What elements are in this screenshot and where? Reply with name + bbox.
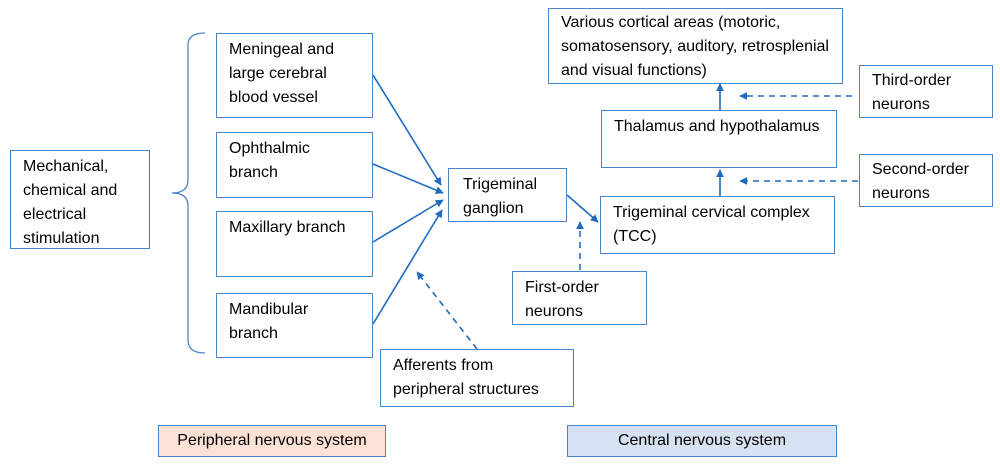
arrow-afferents-to-ganglion [416, 271, 478, 350]
node-third-order: Third-order neurons [859, 65, 993, 118]
node-third-order-label: Third-order neurons [872, 72, 952, 113]
legend-peripheral: Peripheral nervous system [158, 425, 386, 457]
node-maxillary-label: Maxillary branch [229, 219, 346, 236]
arrow-mandibular-to-ganglion [372, 209, 443, 325]
node-ganglion-label: Trigeminal ganglion [463, 176, 538, 217]
legend-central-label: Central nervous system [617, 432, 787, 449]
node-second-order-label: Second-order neurons [872, 161, 969, 202]
node-meningeal: Meningeal and large cerebral blood vesse… [216, 33, 373, 118]
node-ganglion: Trigeminal ganglion [448, 168, 567, 222]
legend-central: Central nervous system [567, 425, 837, 457]
node-first-order-label: First-order neurons [525, 279, 599, 320]
node-thalamus: Thalamus and hypothalamus [601, 110, 837, 168]
node-first-order: First-order neurons [512, 271, 647, 325]
node-ophthalmic: Ophthalmic branch [216, 132, 373, 198]
arrow-meningeal-to-ganglion [372, 74, 442, 186]
arrow-ophthalmic-to-ganglion [372, 163, 444, 194]
node-afferents-label: Afferents from peripheral structures [393, 357, 539, 398]
node-mandibular: Mandibular branch [216, 293, 373, 358]
node-meningeal-label: Meningeal and large cerebral blood vesse… [229, 41, 334, 106]
node-tcc: Trigeminal cervical complex (TCC) [600, 196, 835, 254]
node-maxillary: Maxillary branch [216, 211, 373, 277]
node-afferents: Afferents from peripheral structures [380, 349, 574, 407]
grouping-brace [171, 32, 206, 354]
legend-peripheral-label: Peripheral nervous system [177, 432, 367, 449]
node-cortical: Various cortical areas (motoric, somatos… [548, 8, 843, 84]
node-tcc-label: Trigeminal cervical complex (TCC) [613, 204, 810, 245]
node-mandibular-label: Mandibular branch [229, 301, 309, 342]
arrow-maxillary-to-ganglion [372, 199, 444, 243]
node-thalamus-label: Thalamus and hypothalamus [614, 118, 820, 135]
node-second-order: Second-order neurons [859, 154, 993, 207]
node-stimulation-label: Mechanical, chemical and electrical stim… [23, 158, 118, 247]
node-cortical-label: Various cortical areas (motoric, somatos… [561, 14, 829, 79]
node-ophthalmic-label: Ophthalmic branch [229, 140, 310, 181]
node-stimulation: Mechanical, chemical and electrical stim… [10, 150, 150, 249]
arrow-ganglion-to-tcc [566, 194, 599, 223]
